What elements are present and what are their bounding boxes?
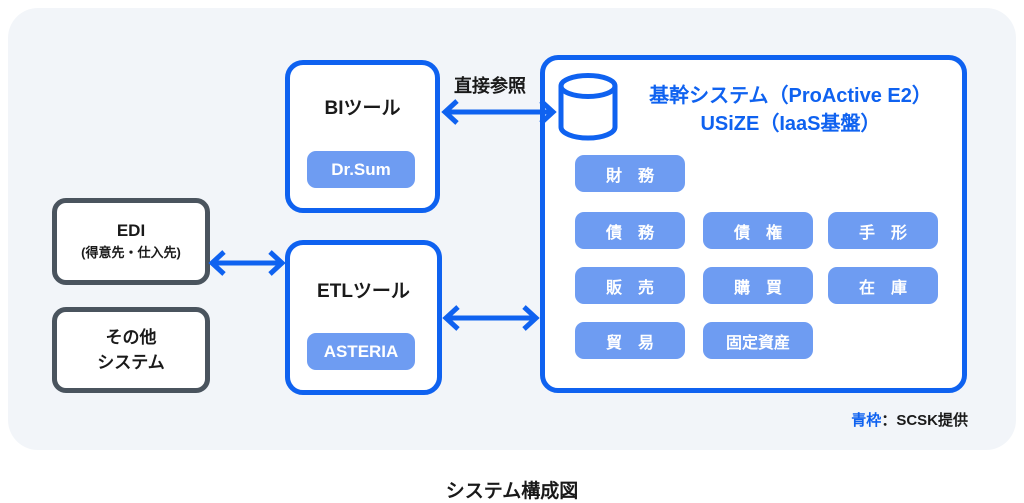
edi-title: EDI: [116, 221, 146, 240]
other-system-line1: その他: [105, 328, 157, 347]
edi-node: EDI (得意先・仕入先): [52, 198, 210, 285]
etl-product-chip: ASTERIA: [307, 333, 415, 370]
core-system-title-line2: USiZE（IaaS基盤）: [700, 113, 881, 135]
other-system-node: その他 システム: [52, 307, 210, 393]
bi-tool-title: BIツール: [324, 98, 401, 119]
etl-tool-title: ETLツール: [317, 281, 410, 302]
direct-reference-label: 直接参照: [454, 76, 526, 96]
core-system-node: 基幹システム（ProActive E2） USiZE（IaaS基盤） 財 務債 …: [540, 55, 967, 393]
core-system-title-line1: 基幹システム（ProActive E2）: [649, 85, 932, 107]
module-chip: 財 務: [575, 155, 685, 192]
module-chip: 貿 易: [575, 322, 685, 359]
module-chip: 販 売: [575, 267, 685, 304]
legend-blue-frame-label: 青枠: [851, 412, 882, 429]
legend: 青枠：SCSK提供: [851, 409, 968, 430]
other-system-title: その他 システム: [97, 325, 165, 375]
core-system-title: 基幹システム（ProActive E2） USiZE（IaaS基盤）: [623, 82, 958, 138]
module-chip: 固定資産: [703, 322, 813, 359]
legend-provider-label: ：SCSK提供: [881, 412, 968, 429]
bi-product-chip: Dr.Sum: [307, 151, 415, 188]
database-icon: [558, 73, 618, 141]
etl-tool-node: ETLツール ASTERIA: [285, 240, 442, 395]
module-chip: 購 買: [703, 267, 813, 304]
module-chip: 在 庫: [828, 267, 938, 304]
bi-tool-node: BIツール Dr.Sum: [285, 60, 440, 213]
diagram-caption: システム構成図: [445, 481, 579, 502]
edi-subtitle: (得意先・仕入先): [81, 245, 181, 260]
module-chip: 債 権: [703, 212, 813, 249]
module-chip: 手 形: [828, 212, 938, 249]
module-chip: 債 務: [575, 212, 685, 249]
other-system-line2: システム: [97, 353, 165, 372]
